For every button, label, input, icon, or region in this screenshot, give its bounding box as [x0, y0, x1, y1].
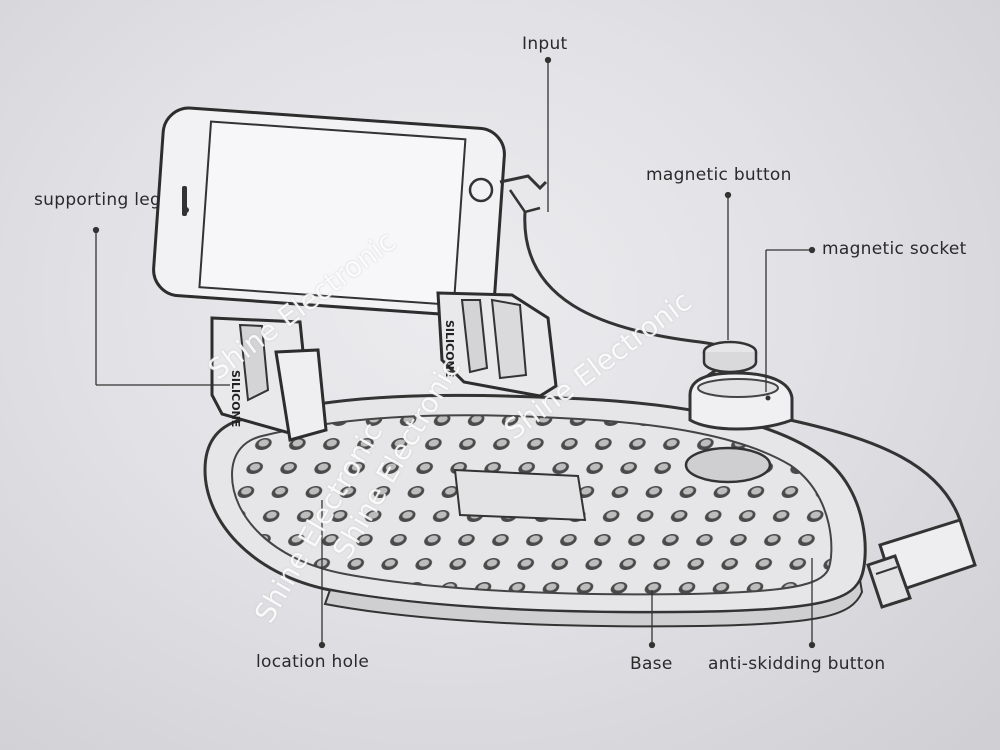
supporting-leg-left: [210, 316, 328, 442]
phone: [152, 106, 506, 318]
leg-brand-left: SILICONE: [229, 370, 242, 427]
base-pad: [203, 393, 867, 628]
leg-brand-right: SILICONE: [443, 320, 456, 377]
label-input: Input: [522, 34, 568, 54]
label-base: Base: [630, 654, 673, 674]
label-supporting-leg: supporting leg: [34, 190, 162, 210]
leader-lines: [92, 56, 816, 649]
socket-recess: [684, 446, 772, 484]
usb-plug: [866, 518, 977, 609]
magnetic-button: [702, 340, 758, 374]
label-magnetic-socket: magnetic socket: [822, 239, 967, 259]
label-magnetic-button: magnetic button: [646, 165, 792, 185]
supporting-leg-right: [436, 291, 558, 398]
magnetic-socket: [688, 371, 794, 431]
label-anti-skidding-button: anti-skidding button: [708, 654, 886, 674]
label-location-hole: location hole: [256, 652, 370, 672]
center-panel: [453, 468, 587, 522]
